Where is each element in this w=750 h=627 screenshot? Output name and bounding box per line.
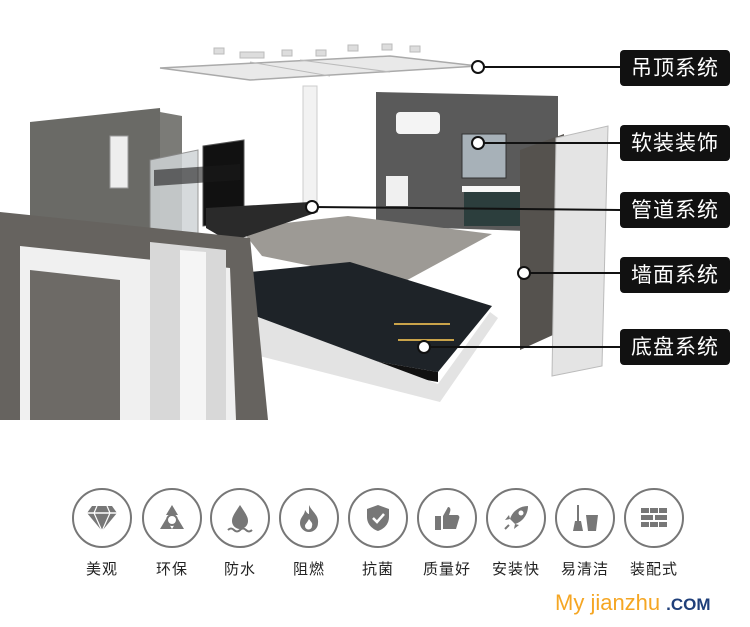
watermark-main: My jianzhu (555, 590, 661, 615)
marker-soft (471, 136, 485, 150)
feature-label: 质量好 (422, 560, 471, 578)
diamond-icon (72, 488, 132, 548)
feature-label: 美观 (85, 560, 118, 578)
feature-beauty: 美观 (70, 488, 134, 579)
feature-label: 安装快 (491, 560, 540, 578)
feature-antibacterial: 抗菌 (346, 488, 410, 579)
watermark-suffix: .COM (666, 595, 711, 614)
marker-pipe (305, 200, 319, 214)
ceiling-panel (159, 55, 479, 81)
marker-ceiling (471, 60, 485, 74)
marker-floor (417, 340, 431, 354)
water-drop-icon (210, 488, 270, 548)
feature-easy-clean: 易清洁 (553, 488, 617, 579)
callout-soft-furnishing: 软装装饰 (620, 125, 730, 161)
callout-ceiling-system: 吊顶系统 (620, 50, 730, 86)
feature-label: 环保 (155, 560, 188, 578)
thumbs-up-icon (417, 488, 477, 548)
feature-label: 易清洁 (560, 560, 609, 578)
feature-eco: 环保 (140, 488, 204, 579)
flame-icon (279, 488, 339, 548)
feature-label: 装配式 (629, 560, 678, 578)
toilet (386, 176, 408, 206)
rocket-icon (486, 488, 546, 548)
feature-label: 防水 (223, 560, 256, 578)
pipe-column (302, 85, 318, 207)
feature-waterproof: 防水 (208, 488, 272, 579)
water-heater (396, 112, 440, 134)
feature-flame-retardant: 阻燃 (277, 488, 341, 579)
tile-grid-icon (624, 488, 684, 548)
ceiling-lights (213, 43, 421, 59)
callout-wall-system: 墙面系统 (620, 257, 730, 293)
watermark-logo: My jianzhu .COM (555, 590, 711, 616)
glass-partition (149, 149, 199, 241)
feature-prefab: 装配式 (622, 488, 686, 579)
floor-slab (240, 216, 492, 284)
feature-label: 阻燃 (292, 560, 325, 578)
exploded-bathroom-diagram (0, 43, 621, 420)
broom-bucket-icon (555, 488, 615, 548)
left-wall-panel (30, 108, 166, 250)
callout-pipe-system: 管道系统 (620, 192, 730, 228)
feature-quality: 质量好 (415, 488, 479, 579)
shield-check-icon (348, 488, 408, 548)
marker-wall (517, 266, 531, 280)
callout-floor-system: 底盘系统 (620, 329, 730, 365)
recycle-icon (142, 488, 202, 548)
feature-fast-install: 安装快 (484, 488, 548, 579)
feature-label: 抗菌 (361, 560, 394, 578)
